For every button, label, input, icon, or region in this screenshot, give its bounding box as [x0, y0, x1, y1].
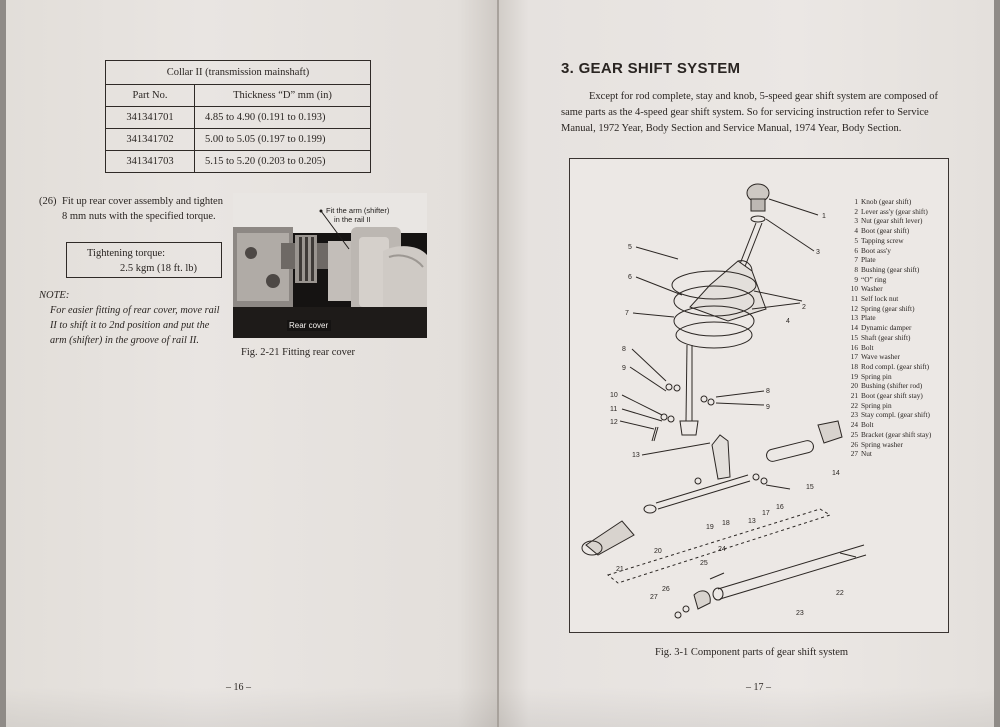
- callout: 21: [616, 566, 624, 573]
- step-text: Fit up rear cover assembly and tighten 8…: [62, 196, 223, 222]
- section-title: 3. GEAR SHIFT SYSTEM: [561, 60, 741, 77]
- callout: 13: [632, 452, 640, 459]
- right-page: 3. GEAR SHIFT SYSTEM Except for rod comp…: [499, 0, 994, 727]
- callout: 25: [700, 560, 708, 567]
- callout: 1: [822, 213, 826, 220]
- callout: 11: [610, 406, 617, 413]
- part-no-cell: 341341702: [105, 128, 195, 151]
- table-row: 341341702 5.00 to 5.05 (0.197 to 0.199): [105, 128, 371, 151]
- part-no-cell: 341341701: [105, 106, 195, 129]
- thickness-cell: 5.15 to 5.20 (0.203 to 0.205): [194, 150, 371, 173]
- callout: 6: [628, 274, 632, 281]
- callout: 27: [650, 594, 658, 601]
- torque-box: Tightening torque: 2.5 kgm (18 ft. lb): [66, 242, 222, 278]
- page-number-16: – 16 –: [226, 682, 251, 693]
- callout: 22: [836, 590, 844, 597]
- callout: 20: [654, 548, 662, 555]
- callout: 9: [622, 365, 626, 372]
- torque-label: Tightening torque:: [87, 248, 166, 259]
- callout: 12: [610, 419, 618, 426]
- callout: 15: [806, 484, 814, 491]
- callout: 14: [832, 470, 840, 477]
- callout: 13: [748, 518, 756, 525]
- page-number-17: – 17 –: [746, 682, 771, 693]
- gear-shift-diagram: 1 2 3 4 5 6 7 8 9 10 11 12 13 8 9 14 15 …: [569, 158, 949, 633]
- callout: 24: [718, 546, 726, 553]
- table-row: 341341703 5.15 to 5.20 (0.203 to 0.205): [105, 150, 371, 173]
- callout: 3: [816, 249, 820, 256]
- header-thickness: Thickness “D” mm (in): [194, 84, 371, 107]
- book-gutter: [496, 0, 500, 727]
- collar-thickness-table: Collar II (transmission mainshaft) Part …: [105, 60, 371, 173]
- step-number: (26): [39, 196, 57, 207]
- note-title: NOTE:: [39, 290, 70, 301]
- callout: 9: [766, 404, 770, 411]
- legend-item: 9“O” ring: [854, 274, 887, 284]
- callout: 2: [802, 304, 806, 311]
- callout: 5: [628, 244, 632, 251]
- torque-value: 2.5 kgm (18 ft. lb): [120, 263, 197, 274]
- callout: 17: [762, 510, 770, 517]
- callout: 4: [786, 318, 790, 325]
- thickness-cell: 5.00 to 5.05 (0.197 to 0.199): [194, 128, 371, 151]
- intro-paragraph: Except for rod complete, stay and knob, …: [561, 91, 939, 134]
- thickness-cell: 4.85 to 4.90 (0.191 to 0.193): [194, 106, 371, 129]
- header-part-no: Part No.: [105, 84, 195, 107]
- table-caption: Collar II (transmission mainshaft): [105, 60, 371, 85]
- callout: 8: [766, 388, 770, 395]
- callout: 10: [610, 392, 618, 399]
- photo-rear-cover-label: Rear cover: [289, 321, 328, 330]
- note-text: For easier fitting of rear cover, move r…: [50, 305, 220, 346]
- part-no-cell: 341341703: [105, 150, 195, 173]
- table-row: 341341701 4.85 to 4.90 (0.191 to 0.193): [105, 106, 371, 129]
- figure-caption-2-21: Fig. 2-21 Fitting rear cover: [241, 347, 356, 358]
- callout: 8: [622, 346, 626, 353]
- step-26: (26) Fit up rear cover assembly and tigh…: [39, 194, 224, 224]
- callout: 23: [796, 610, 804, 617]
- photo-callout-line2: in the rail II: [334, 215, 371, 224]
- callout: 26: [662, 586, 670, 593]
- left-page: Collar II (transmission mainshaft) Part …: [6, 0, 497, 727]
- callout: 7: [625, 310, 629, 317]
- exploded-view: 1 2 3 4 5 6 7 8 9 10 11 12 13 8 9 14 15 …: [581, 183, 867, 619]
- callout: 19: [706, 524, 714, 531]
- photo-illustration: Fit the arm (shifter) in the rail II Rea…: [233, 193, 427, 338]
- rear-cover-photo: Fit the arm (shifter) in the rail II Rea…: [233, 193, 427, 338]
- diagram-callouts: 1 2 3 4 5 6 7 8 9 10 11 12 13 8 9 14 15 …: [610, 213, 844, 617]
- photo-callout-line1: Fit the arm (shifter): [326, 206, 390, 215]
- figure-caption-3-1: Fig. 3-1 Component parts of gear shift s…: [655, 647, 849, 658]
- callout: 16: [776, 504, 784, 511]
- callout: 18: [722, 520, 730, 527]
